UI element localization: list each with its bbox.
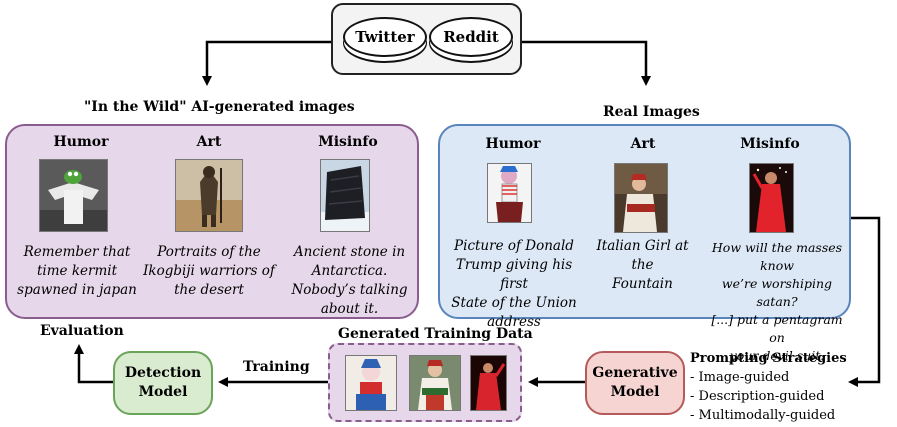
strategy-multimodally-guided: - Multimodally-guided: [690, 408, 836, 423]
wild-humor-image: [39, 159, 108, 232]
generated-data-box: [328, 343, 522, 422]
real-art-image: [614, 163, 668, 233]
wild-humor-header: Humor: [53, 134, 109, 150]
wild-humor-caption: Remember that time kermit spawned in jap…: [17, 244, 137, 298]
real-misinfo-image: [749, 163, 794, 233]
reddit-source: Reddit: [429, 17, 513, 57]
twitter-source: Twitter: [343, 17, 427, 57]
detection-model-line1: Detection: [124, 365, 202, 381]
arrow-to-real: [522, 40, 651, 86]
real-misinfo-header: Misinfo: [740, 136, 800, 152]
wild-art-header: Art: [196, 134, 222, 150]
detection-model-box: Detection Model: [113, 351, 213, 415]
real-art-caption: Italian Girl at the Fountain: [596, 238, 689, 292]
wild-section-title: "In the Wild" AI-generated images: [84, 99, 355, 115]
real-section-title: Real Images: [603, 104, 700, 120]
wild-art-caption: Portraits of the Ikogbiji warriors of th…: [143, 244, 275, 298]
source-platforms-box: Twitter Reddit: [331, 3, 522, 75]
wild-misinfo-caption: Ancient stone in Antarctica. Nobody’s ta…: [291, 244, 408, 317]
strategy-description-guided: - Description-guided: [690, 389, 825, 404]
wild-art-image: [175, 159, 243, 232]
generated-data-title: Generated Training Data: [338, 326, 533, 342]
training-label: Training: [243, 359, 310, 375]
generated-art-image: [409, 355, 461, 411]
detection-model-line2: Model: [138, 384, 188, 400]
strategy-image-guided: - Image-guided: [690, 370, 790, 385]
generated-humor-image: [345, 355, 397, 411]
evaluation-label: Evaluation: [40, 323, 124, 339]
wild-misinfo-image: [320, 159, 370, 232]
arrow-to-wild: [202, 40, 331, 86]
generative-model-line1: Generative: [592, 365, 678, 381]
real-misinfo-caption: How will the masses know we’re worshipin…: [711, 240, 843, 363]
twitter-label: Twitter: [355, 28, 415, 46]
generative-model-box: Generative Model: [585, 351, 685, 415]
wild-images-panel: Humor Remember that time kermit spawned …: [5, 124, 419, 319]
prompting-strategies-title: Prompting Strategies: [690, 351, 847, 366]
wild-misinfo-header: Misinfo: [318, 134, 378, 150]
real-images-panel: Humor Picture of Donald Trump giving his…: [438, 124, 851, 363]
real-humor-header: Humor: [485, 136, 541, 152]
reddit-label: Reddit: [443, 28, 499, 46]
real-humor-image: [487, 163, 532, 223]
real-art-header: Art: [630, 136, 656, 152]
arrow-detection-to-eval: [74, 344, 113, 384]
arrow-real-to-strategies: [848, 216, 881, 387]
generated-misinfo-image: [470, 355, 507, 411]
prompting-strategies: Prompting Strategies - Image-guided - De…: [690, 349, 847, 425]
generative-model-line2: Model: [610, 384, 660, 400]
real-humor-caption: Picture of Donald Trump giving his first…: [451, 238, 577, 330]
